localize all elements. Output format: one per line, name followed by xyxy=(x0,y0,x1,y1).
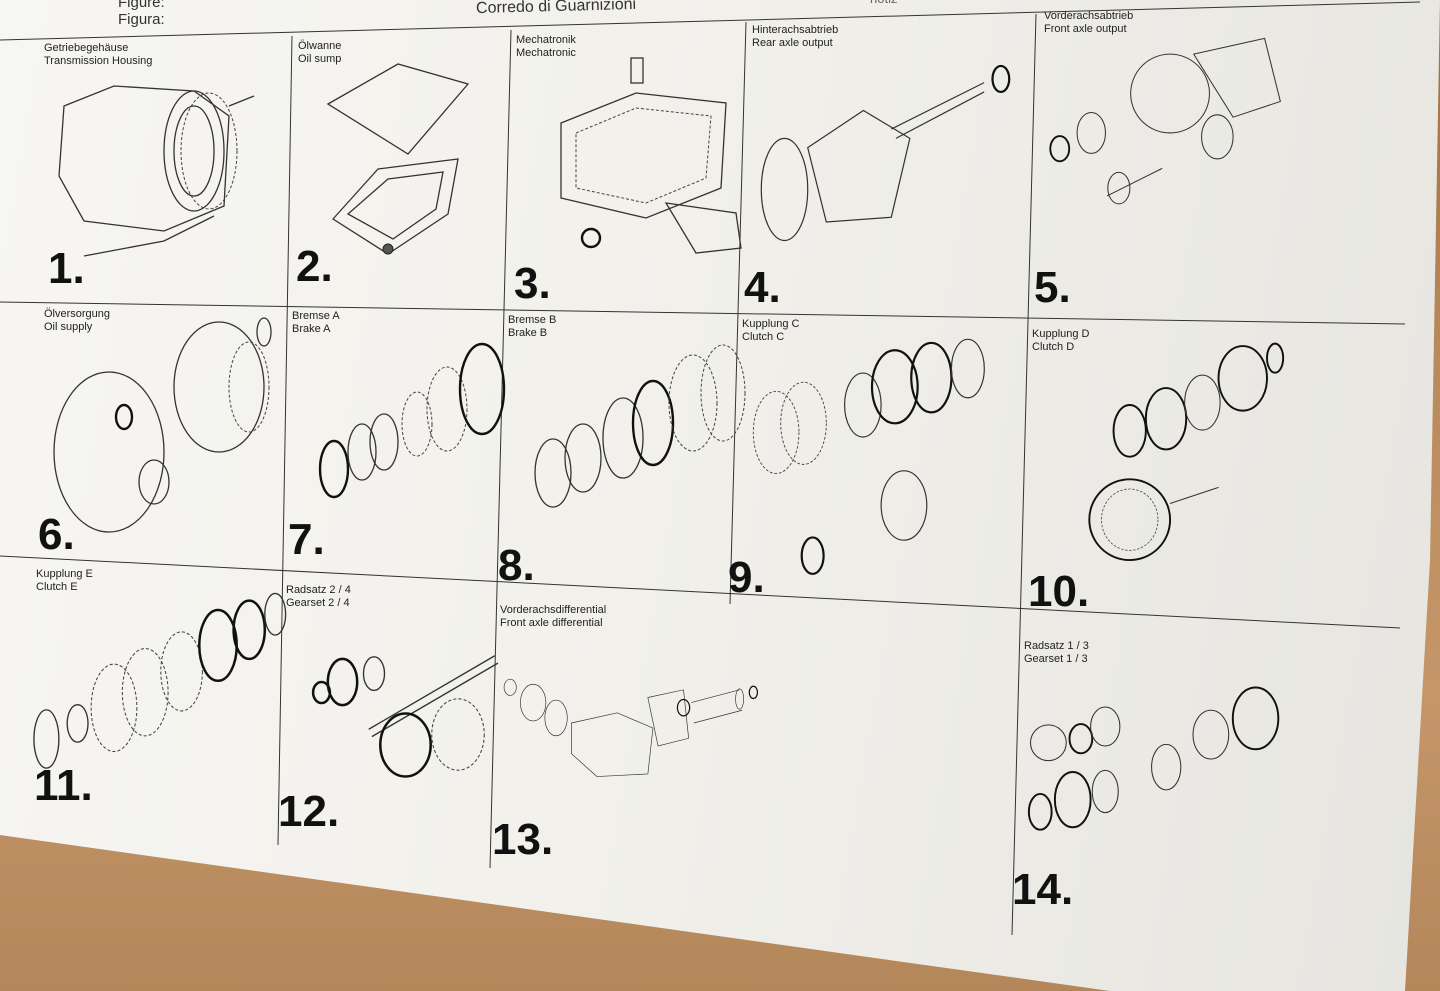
figure-8-label-de: Bremse B xyxy=(508,314,557,326)
figure-5-cell: Vorderachsabtrieb Front axle output 5. xyxy=(1034,10,1324,310)
figure-11-label-de: Kupplung E xyxy=(36,568,93,580)
oil-sump-drawing xyxy=(326,63,470,255)
clutch-c-drawing xyxy=(752,338,985,576)
figure-13-cell: Vorderachsdifferential Front axle differ… xyxy=(492,604,780,862)
transmission-housing-drawing xyxy=(58,85,255,257)
figure-6-number: 6. xyxy=(38,510,75,559)
figure-9-number: 9. xyxy=(728,553,765,602)
figure-8-label-en: Brake B xyxy=(508,327,548,339)
figure-13-number: 13. xyxy=(492,815,554,864)
figure-7-label-en: Brake A xyxy=(292,323,331,335)
figure-2-number: 2. xyxy=(296,242,333,291)
figure-1-label-de: Getriebegehäuse xyxy=(44,42,129,54)
figure-12-label-de: Radsatz 2 / 4 xyxy=(286,584,351,596)
figure-8-number: 8. xyxy=(498,541,535,590)
figure-4-label-de: Hinterachsabtrieb xyxy=(752,24,839,36)
figure-9-label-de: Kupplung C xyxy=(742,318,800,330)
figure-2-label-de: Ölwanne xyxy=(298,40,342,52)
figure-7-cell: Bremse A Brake A 7. xyxy=(288,310,572,562)
figure-7-label-de: Bremse A xyxy=(292,310,340,322)
figure-13-label-de: Vorderachsdifferential xyxy=(500,604,607,616)
clutch-d-drawing xyxy=(1088,342,1285,562)
rear-axle-output-drawing xyxy=(760,64,1011,242)
figure-1-label-en: Transmission Housing xyxy=(44,55,153,67)
figure-10-label-en: Clutch D xyxy=(1032,341,1075,353)
figure-4-label-en: Rear axle output xyxy=(752,37,833,49)
brake-a-drawing xyxy=(318,342,506,499)
figure-3-label-de: Mechatronik xyxy=(516,34,576,46)
figure-5-number: 5. xyxy=(1034,263,1071,312)
figure-6-cell: Ölversorgung Oil supply 6. xyxy=(38,308,324,558)
figure-1-cell: Getriebegehäuse Transmission Housing 1. xyxy=(44,42,324,292)
figure-6-label-de: Ölversorgung xyxy=(44,308,111,320)
figure-3-label-en: Mechatronic xyxy=(516,47,576,59)
figure-9-cell: Kupplung C Clutch C 9. xyxy=(728,318,1022,600)
gearset-1-3-drawing xyxy=(1027,686,1280,831)
figure-1-number: 1. xyxy=(48,244,85,293)
header-figure-labels: Figure: Figura: xyxy=(118,0,165,28)
figure-11-label-en: Clutch E xyxy=(36,581,78,593)
figure-14-cell: Radsatz 1 / 3 Gearset 1 / 3 14. xyxy=(1012,640,1304,912)
figure-14-number: 14. xyxy=(1012,865,1074,914)
figure-12-cell: Radsatz 2 / 4 Gearset 2 / 4 12. xyxy=(278,584,566,834)
figure-11-number: 11. xyxy=(34,761,93,810)
figure-9-label-en: Clutch C xyxy=(742,331,785,343)
figure-2-cell: Ölwanne Oil sump 2. xyxy=(296,40,578,291)
figure-3-number: 3. xyxy=(514,259,551,308)
figure-6-label-en: Oil supply xyxy=(44,321,93,333)
figure-5-label-de: Vorderachsabtrieb xyxy=(1044,10,1134,22)
figure-13-label-en: Front axle differential xyxy=(500,617,603,629)
figure-8-cell: Bremse B Brake B 8. xyxy=(498,314,788,588)
header-partial-text: notiz xyxy=(870,0,897,7)
figure-5-label-en: Front axle output xyxy=(1044,23,1127,35)
figure-4-number: 4. xyxy=(744,263,781,312)
figure-3-cell: Mechatronik Mechatronic 3. xyxy=(514,34,796,306)
figure-7-number: 7. xyxy=(288,515,325,564)
gearset-2-4-drawing xyxy=(311,655,499,778)
oil-supply-drawing xyxy=(53,317,272,533)
figure-2-label-en: Oil sump xyxy=(298,53,342,65)
figure-10-cell: Kupplung D Clutch D 10. xyxy=(1028,328,1312,614)
front-axle-differential-drawing xyxy=(503,678,759,777)
figure-4-cell: Hinterachsabtrieb Rear axle output 4. xyxy=(744,24,1032,310)
figure-14-label-de: Radsatz 1 / 3 xyxy=(1024,640,1089,652)
figure-11-cell: Kupplung E Clutch E 11. xyxy=(33,568,316,818)
clutch-e-drawing xyxy=(33,592,287,769)
figure-12-label-en: Gearset 2 / 4 xyxy=(286,597,350,609)
figure-label-it: Figura: xyxy=(118,11,165,28)
figure-12-number: 12. xyxy=(278,787,340,836)
figure-label-en: Figure: xyxy=(118,0,165,11)
mechatronic-drawing xyxy=(560,57,742,254)
figure-10-label-de: Kupplung D xyxy=(1032,328,1090,340)
front-axle-output-drawing xyxy=(1049,37,1281,205)
figure-14-label-en: Gearset 1 / 3 xyxy=(1024,653,1088,665)
figure-10-number: 10. xyxy=(1028,567,1090,616)
brake-b-drawing xyxy=(534,344,746,508)
